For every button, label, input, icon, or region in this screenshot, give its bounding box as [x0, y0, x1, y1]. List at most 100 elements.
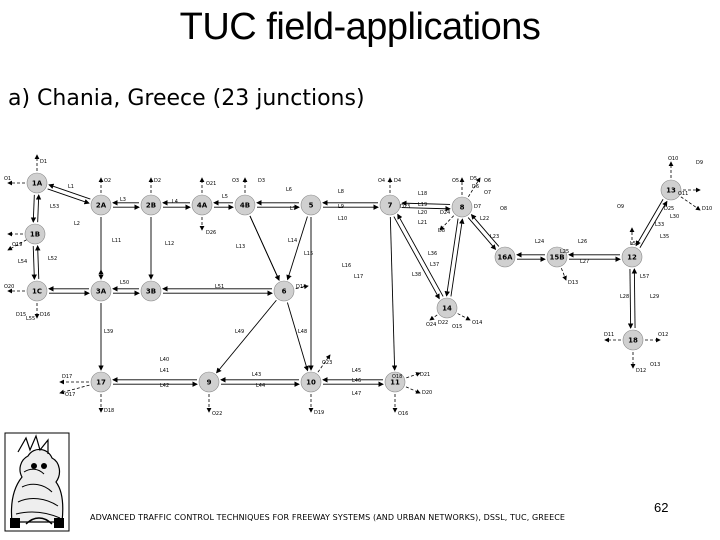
link-label: L18 [418, 191, 427, 197]
link-label: L20 [418, 210, 427, 216]
link-label: L10 [338, 216, 347, 222]
link-label: L2 [74, 221, 80, 227]
link-14-8 [450, 218, 465, 297]
svg-text:4B: 4B [240, 202, 250, 210]
junction-6: 6 [273, 280, 295, 302]
link-label: L1 [68, 184, 74, 190]
destination-label: D12 [636, 368, 646, 374]
junction-3a: 3A [90, 280, 112, 302]
link-label: L19 [418, 202, 427, 208]
link-label: L55 [26, 316, 35, 322]
link-6-10 [286, 302, 309, 372]
link-4B-6 [249, 215, 280, 281]
destination-label: D16 [40, 312, 50, 318]
link-label: L29 [650, 294, 659, 300]
od-stub [59, 384, 90, 395]
destination-label: D23 [400, 204, 410, 210]
link-label: L45 [352, 368, 361, 374]
link-label: L13 [236, 244, 245, 250]
svg-text:11: 11 [390, 379, 400, 387]
origin-label: O11 [678, 191, 688, 197]
svg-text:12: 12 [627, 254, 637, 262]
link-16A-8 [470, 213, 500, 247]
origin-label: O9 [617, 204, 624, 210]
origin-label: O3 [232, 178, 239, 184]
junction-3b: 3B [140, 280, 162, 302]
link-label: L44 [256, 383, 265, 389]
link-7-11 [389, 216, 398, 371]
slide-subtitle: a) Chania, Greece (23 junctions) [8, 86, 365, 111]
link-6-9 [216, 299, 277, 374]
svg-text:16A: 16A [497, 254, 513, 262]
svg-text:15B: 15B [549, 254, 564, 262]
junction-17: 17 [90, 371, 112, 393]
link-label: L38 [412, 272, 421, 278]
svg-text:2A: 2A [96, 202, 107, 210]
destination-label: D13 [568, 280, 578, 286]
slide-title: TUC field-applications [179, 6, 541, 48]
origin-label: O8 [500, 206, 507, 212]
junction-1c: 1C [26, 280, 48, 302]
junction-8: 8 [451, 196, 473, 218]
junction-2a: 2A [90, 194, 112, 216]
svg-text:17: 17 [96, 379, 106, 387]
origin-label: O22 [212, 411, 222, 417]
link-label: L56 [630, 241, 639, 247]
link-label: L42 [160, 383, 169, 389]
destination-label: D14 [296, 284, 306, 290]
link-label: L3 [120, 197, 126, 203]
link-label: L54 [18, 259, 27, 265]
tuc-logo-icon [4, 432, 70, 532]
destination-label: D18 [104, 408, 114, 414]
od-stub [561, 268, 567, 281]
link-label: L24 [535, 239, 544, 245]
destination-label: D4 [394, 178, 401, 184]
link-1A-2A [47, 188, 90, 205]
origin-label: O1 [4, 176, 11, 182]
od-stub [7, 239, 27, 251]
origin-label: O15 [452, 324, 462, 330]
link-label: L35 [660, 234, 669, 240]
link-label: L23 [490, 234, 499, 240]
link-label: L48 [298, 329, 307, 335]
svg-text:8: 8 [460, 204, 465, 212]
link-label: L46 [352, 378, 361, 384]
link-1A-1B [30, 194, 37, 223]
destination-label: D6 [472, 184, 479, 190]
link-12-18 [627, 269, 634, 329]
junction-18: 18 [622, 329, 644, 351]
destination-label: D1 [40, 159, 47, 165]
junction-12: 12 [621, 246, 643, 268]
od-stub [406, 372, 421, 379]
svg-text:1A: 1A [32, 180, 43, 188]
link-7-8 [401, 206, 451, 212]
svg-text:18: 18 [628, 337, 638, 345]
link-label: L40 [160, 357, 169, 363]
destination-label: D5 [470, 176, 477, 182]
link-1C-1B [35, 245, 41, 279]
link-label: L9 [338, 204, 344, 210]
origin-label: O5 [452, 178, 459, 184]
link-label: L28 [620, 294, 629, 300]
link-label: L36 [428, 251, 437, 257]
svg-text:10: 10 [306, 379, 316, 387]
destination-label: D24 [440, 210, 450, 216]
junction-9: 9 [198, 371, 220, 393]
od-stub [317, 354, 331, 373]
link-label: L47 [352, 391, 361, 397]
od-stub [439, 215, 454, 231]
link-label: L33 [655, 222, 664, 228]
od-stub [457, 313, 471, 321]
svg-text:5: 5 [309, 202, 314, 210]
link-8-16A [467, 217, 497, 251]
link-14-7 [397, 213, 444, 297]
svg-text:6: 6 [282, 288, 287, 296]
link-label: L6 [286, 187, 292, 193]
svg-text:4A: 4A [197, 202, 208, 210]
junction-5: 5 [300, 194, 322, 216]
link-label: L27 [580, 259, 589, 265]
link-8-7 [401, 200, 451, 206]
link-label: L22 [480, 216, 489, 222]
slide-footer: ADVANCED TRAFFIC CONTROL TECHNIQUES FOR … [90, 513, 566, 522]
